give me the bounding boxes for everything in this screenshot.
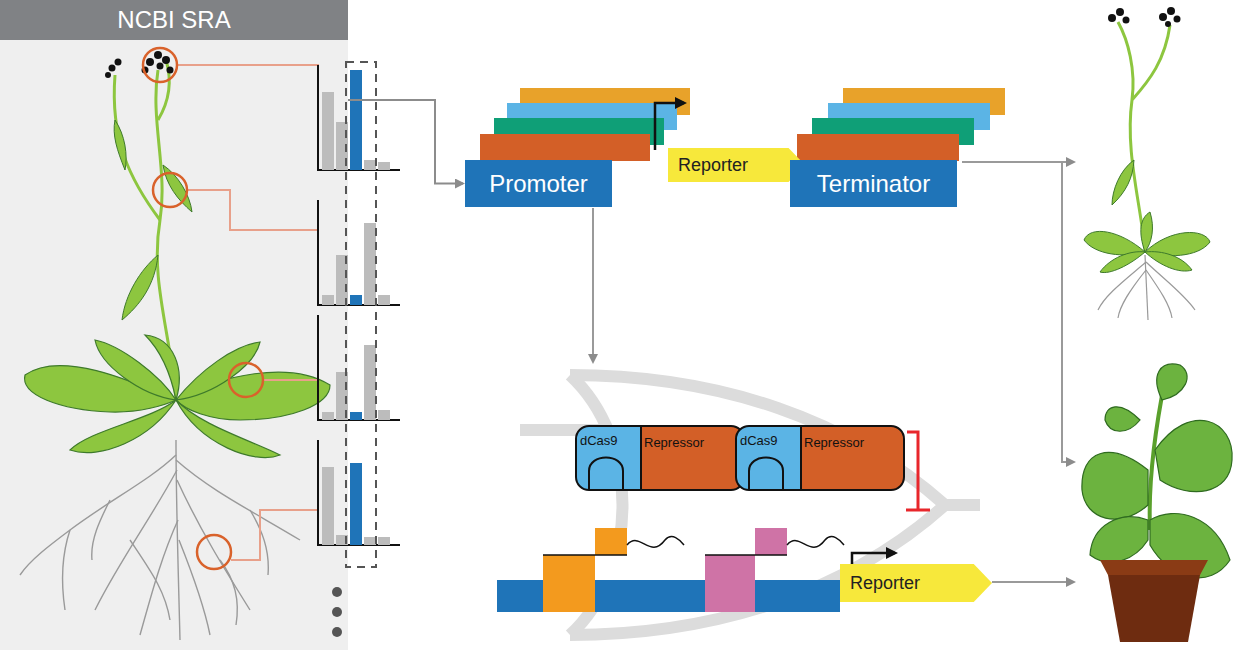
dna-construct bbox=[497, 528, 844, 612]
flow-arrows bbox=[593, 162, 1074, 582]
part-name: NCBI SRA bbox=[117, 6, 230, 34]
part-name: Promoter bbox=[489, 170, 588, 198]
part-name: Reporter bbox=[850, 573, 920, 594]
histograms bbox=[318, 65, 400, 545]
flowers bbox=[105, 51, 174, 78]
flow-arrow bbox=[348, 100, 463, 184]
dashed-selection bbox=[346, 62, 376, 567]
reporter-gene: Reporter bbox=[840, 564, 992, 602]
promoter-stack bbox=[480, 88, 690, 161]
transcription-start bbox=[655, 103, 684, 150]
dcas9-repressor: dCas9 Repressor bbox=[735, 425, 905, 491]
part-label: Promoter bbox=[465, 160, 612, 207]
part-name: Reporter bbox=[678, 155, 748, 176]
sample-circles bbox=[143, 48, 263, 569]
domain-name: Repressor bbox=[644, 435, 704, 450]
part-label: Terminator bbox=[790, 160, 957, 207]
arabidopsis bbox=[1084, 7, 1210, 320]
reporter-gene: Reporter bbox=[668, 148, 805, 182]
cauline-leaves bbox=[114, 120, 192, 320]
panel-ground bbox=[0, 0, 348, 650]
potted-plant bbox=[1082, 364, 1232, 642]
leader-lines bbox=[177, 65, 318, 560]
protein-name: dCas9 bbox=[580, 433, 618, 448]
repression-bar bbox=[906, 432, 930, 510]
panel-header bbox=[0, 0, 348, 40]
protein-name: dCas9 bbox=[740, 433, 778, 448]
domain-name: Repressor bbox=[804, 435, 864, 450]
rosette bbox=[25, 335, 330, 458]
more-dots bbox=[332, 587, 342, 637]
roots bbox=[20, 440, 300, 640]
part-name: Terminator bbox=[817, 170, 930, 198]
dcas9-repressor: dCas9 Repressor bbox=[575, 425, 745, 491]
terminator-stack bbox=[797, 88, 1005, 161]
panel-header: NCBI SRA bbox=[0, 0, 348, 40]
